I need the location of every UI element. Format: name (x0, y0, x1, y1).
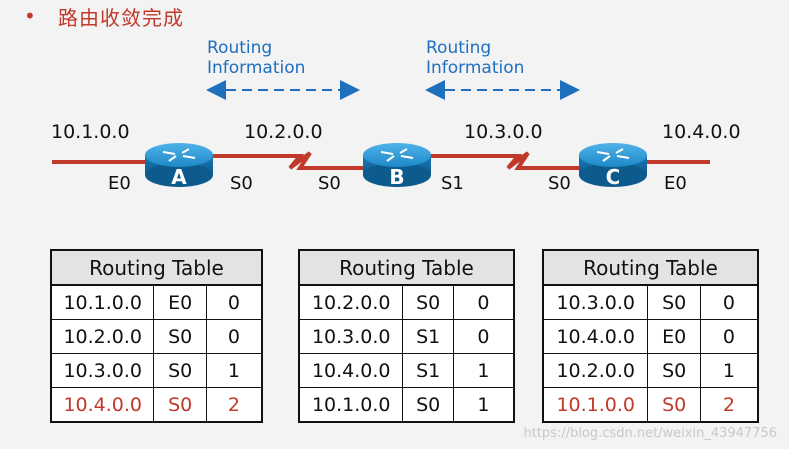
table-cell-iface: S0 (647, 284, 701, 320)
table-cell-net: 10.2.0.0 (542, 353, 649, 388)
table-cell-net: 10.4.0.0 (50, 387, 155, 423)
table-cell-hops: 2 (205, 387, 263, 423)
interface-c-e0: E0 (664, 173, 687, 194)
table-row: 10.3.0.0 S0 1 (50, 353, 263, 388)
router-a-label: A (171, 165, 187, 189)
table-cell-hops: 1 (699, 353, 759, 388)
interface-b-s1: S1 (441, 173, 464, 194)
table-cell-net: 10.3.0.0 (542, 284, 649, 320)
router-b-icon (363, 143, 431, 187)
table-row: 10.1.0.0 E0 0 (50, 284, 263, 320)
table-cell-hops: 0 (452, 284, 515, 320)
watermark: https://blog.csdn.net/weixin_43947756 (523, 426, 777, 441)
table-cell-iface: S0 (153, 387, 207, 423)
table-row-highlighted: 10.1.0.0 S0 2 (542, 387, 759, 423)
table-cell-iface: S1 (402, 319, 454, 354)
table-cell-iface: S0 (647, 387, 701, 423)
table-cell-hops: 1 (452, 353, 515, 388)
table-cell-hops: 0 (452, 319, 515, 354)
link-serial-a-b (205, 151, 370, 170)
table-cell-net: 10.1.0.0 (542, 387, 649, 423)
table-row: 10.3.0.0 S1 0 (298, 319, 515, 354)
table-cell-iface: S0 (402, 387, 454, 423)
table-cell-hops: 0 (205, 284, 263, 320)
table-cell-iface: E0 (153, 284, 207, 320)
table-cell-net: 10.3.0.0 (298, 319, 404, 354)
routing-info-label-1-line1: Routing (207, 38, 273, 58)
routing-table-b-header: Routing Table (298, 249, 515, 286)
routing-table-a: Routing Table 10.1.0.0 E0 0 10.2.0.0 S0 … (50, 249, 263, 423)
table-cell-iface: S0 (647, 353, 701, 388)
table-row: 10.2.0.0 S0 0 (298, 284, 515, 320)
router-b-label: B (389, 165, 404, 189)
link-serial-b-c (425, 151, 585, 170)
page-title: 路由收敛完成 (58, 6, 184, 30)
table-cell-hops: 1 (205, 353, 263, 388)
table-cell-hops: 0 (699, 284, 759, 320)
routing-table-c: Routing Table 10.3.0.0 S0 0 10.4.0.0 E0 … (542, 249, 759, 423)
routing-info-label-2-line1: Routing (426, 38, 492, 58)
table-cell-hops: 2 (699, 387, 759, 423)
table-cell-iface: S0 (153, 353, 207, 388)
network-topology-diagram: A B C (52, 80, 710, 189)
table-cell-net: 10.2.0.0 (50, 319, 155, 354)
router-c-icon (579, 143, 647, 187)
table-cell-net: 10.4.0.0 (298, 353, 404, 388)
interface-c-s0: S0 (548, 173, 571, 194)
table-cell-iface: S1 (402, 353, 454, 388)
network-label-10-3: 10.3.0.0 (464, 121, 543, 143)
network-label-10-1: 10.1.0.0 (51, 121, 130, 143)
network-label-10-4: 10.4.0.0 (662, 121, 741, 143)
table-cell-net: 10.2.0.0 (298, 284, 404, 320)
routing-info-label-1: Routing Information (207, 38, 305, 78)
interface-a-e0: E0 (108, 173, 131, 194)
network-label-10-2: 10.2.0.0 (244, 121, 323, 143)
table-cell-net: 10.4.0.0 (542, 319, 649, 354)
table-row: 10.1.0.0 S0 1 (298, 387, 515, 423)
table-row: 10.3.0.0 S0 0 (542, 284, 759, 320)
routing-table-c-header: Routing Table (542, 249, 759, 286)
routing-table-b: Routing Table 10.2.0.0 S0 0 10.3.0.0 S1 … (298, 249, 515, 423)
table-cell-iface: S0 (402, 284, 454, 320)
table-row: 10.2.0.0 S0 0 (50, 319, 263, 354)
table-cell-iface: E0 (647, 319, 701, 354)
table-cell-iface: S0 (153, 319, 207, 354)
routing-info-label-2-line2: Information (426, 58, 525, 78)
table-cell-hops: 0 (205, 319, 263, 354)
interface-b-s0: S0 (318, 173, 341, 194)
table-row-highlighted: 10.4.0.0 S0 2 (50, 387, 263, 423)
table-row: 10.2.0.0 S0 1 (542, 353, 759, 388)
routing-info-label-2: Routing Information (426, 38, 524, 78)
table-cell-hops: 1 (452, 387, 515, 423)
table-cell-net: 10.3.0.0 (50, 353, 155, 388)
router-a-icon (145, 143, 213, 187)
table-row: 10.4.0.0 E0 0 (542, 319, 759, 354)
table-cell-net: 10.1.0.0 (298, 387, 404, 423)
bullet-icon: • (24, 4, 36, 28)
router-c-label: C (606, 165, 621, 189)
routing-table-a-header: Routing Table (50, 249, 263, 286)
routing-info-label-1-line2: Information (207, 58, 306, 78)
table-cell-hops: 0 (699, 319, 759, 354)
table-cell-net: 10.1.0.0 (50, 284, 155, 320)
interface-a-s0: S0 (230, 173, 253, 194)
table-row: 10.4.0.0 S1 1 (298, 353, 515, 388)
